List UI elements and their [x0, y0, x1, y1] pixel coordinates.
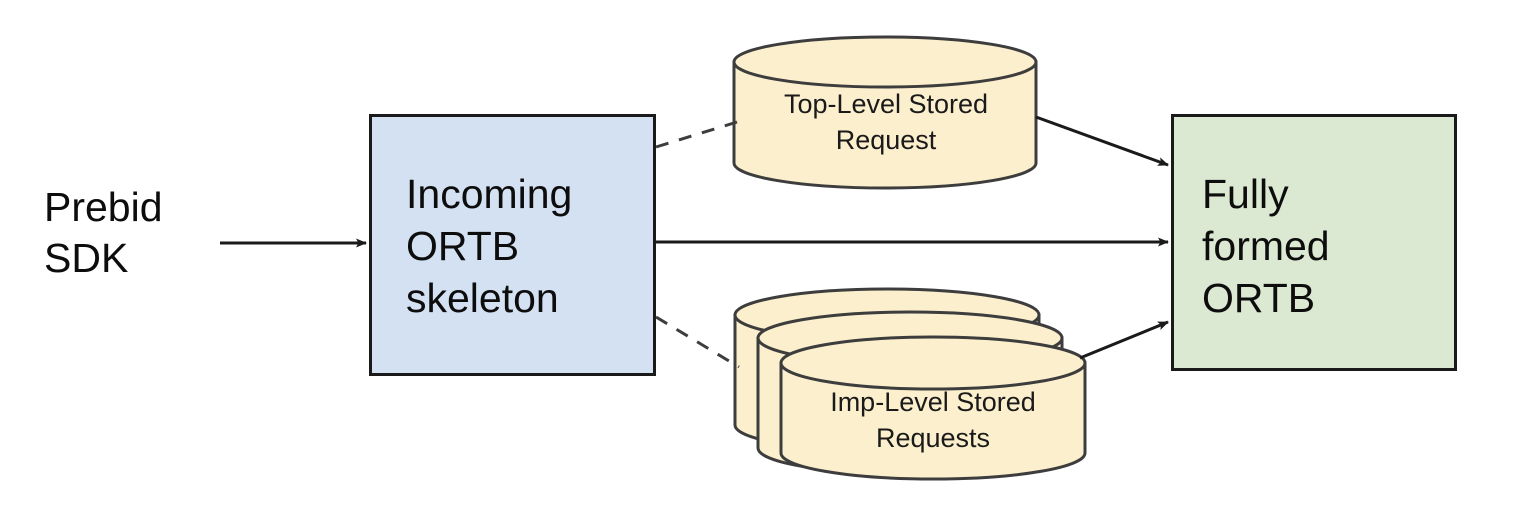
edge-imp-store-to-output	[1079, 320, 1169, 360]
imp-level-stored-requests-cylinder-stack[interactable]	[733, 287, 1087, 481]
fully-formed-ortb-box[interactable]	[1171, 114, 1457, 371]
incoming-ortb-box[interactable]	[369, 114, 656, 376]
edge-incoming-to-imp-store	[655, 315, 740, 369]
imp-cylinder-front	[779, 335, 1087, 481]
top-level-stored-request-cylinder[interactable]	[732, 35, 1038, 190]
edge-top-store-to-output	[1035, 115, 1169, 167]
edge-incoming-to-top-store	[655, 120, 738, 149]
